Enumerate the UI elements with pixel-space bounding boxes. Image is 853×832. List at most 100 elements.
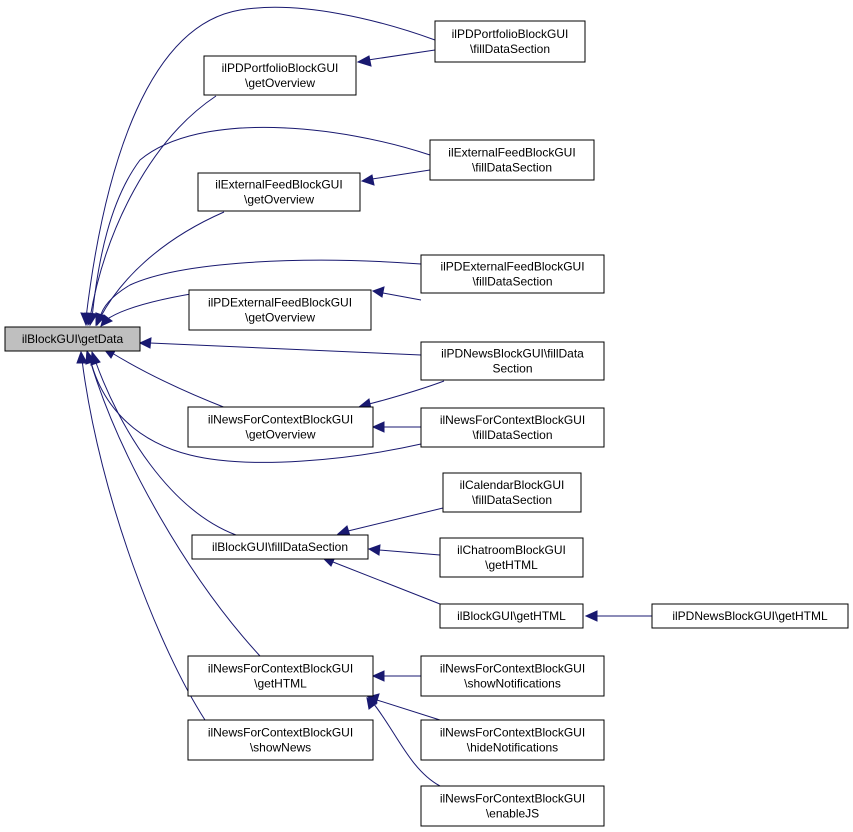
edge-extFill-to-extGetOv <box>360 169 431 186</box>
edge-line <box>99 259 422 319</box>
node-box[interactable] <box>188 289 372 331</box>
arrowhead-icon <box>367 544 381 556</box>
node-box[interactable] <box>420 655 605 697</box>
arrowhead-icon <box>371 670 385 682</box>
node-label: ilChatroomBlockGUI <box>457 543 566 557</box>
node-label: Section <box>492 362 532 376</box>
node-pdpGetOv[interactable]: ilPDPortfolioBlockGUI\getOverview <box>203 55 357 96</box>
node-box[interactable] <box>651 603 849 629</box>
node-box[interactable] <box>439 537 584 578</box>
edge-line <box>378 549 441 556</box>
node-label: \fillDataSection <box>472 275 552 289</box>
node-label: \getOverview <box>245 311 315 325</box>
arrowhead-icon <box>95 312 106 327</box>
edge-line <box>85 6 436 319</box>
node-pdnHtml[interactable]: ilPDNewsBlockGUI\getHTML <box>651 603 849 629</box>
arrowhead-icon <box>138 337 152 349</box>
edge-nfcNews-to-root <box>76 350 206 721</box>
edge-nfcShowN-to-nfcHtml <box>371 670 421 682</box>
node-calFill[interactable]: ilCalendarBlockGUI\fillDataSection <box>442 472 582 513</box>
node-label: \getOverview <box>245 76 315 90</box>
node-pdeGetOv[interactable]: ilPDExternalFeedBlockGUI\getOverview <box>188 289 372 331</box>
node-box[interactable] <box>434 20 586 63</box>
node-box[interactable] <box>191 534 369 560</box>
node-box[interactable] <box>442 472 582 513</box>
edge-extFill-to-root <box>86 126 431 327</box>
node-box[interactable] <box>420 785 605 827</box>
node-label: \fillDataSection <box>472 161 552 175</box>
node-box[interactable] <box>203 55 357 96</box>
node-chatHtml[interactable]: ilChatroomBlockGUI\getHTML <box>439 537 584 578</box>
node-box[interactable] <box>4 326 141 352</box>
edge-pdnHtml-to-bgHtml <box>584 610 652 622</box>
node-bgFill[interactable]: ilBlockGUI\fillDataSection <box>191 534 369 560</box>
node-label: ilNewsForContextBlockGUI <box>440 726 585 740</box>
arrowhead-icon <box>584 610 598 622</box>
edge-bgHtml-to-bgFill <box>322 556 441 605</box>
node-extGetOv[interactable]: ilExternalFeedBlockGUI\getOverview <box>197 172 361 212</box>
node-nfcNews[interactable]: ilNewsForContextBlockGUI\showNews <box>187 719 374 761</box>
arrowhead-icon <box>371 421 385 433</box>
node-label: ilBlockGUI\getData <box>22 332 124 346</box>
node-box[interactable] <box>187 406 374 448</box>
node-pdpFill[interactable]: ilPDPortfolioBlockGUI\fillDataSection <box>434 20 586 63</box>
node-nfcHideN[interactable]: ilNewsForContextBlockGUI\hideNotificatio… <box>420 719 605 761</box>
node-label: ilBlockGUI\getHTML <box>457 609 566 623</box>
node-pdnFill[interactable]: ilPDNewsBlockGUI\fillDataSection <box>420 341 605 381</box>
edge-calFill-to-bgFill <box>336 507 444 537</box>
edge-line <box>111 352 227 409</box>
arrowhead-icon <box>371 286 385 298</box>
edges-layer <box>76 6 652 787</box>
edge-nfcHideN-to-nfcHtml <box>366 693 441 721</box>
edge-line <box>382 292 422 301</box>
edge-line <box>332 561 441 605</box>
edge-nfcGetOv-to-root <box>102 348 227 409</box>
node-nfcFill[interactable]: ilNewsForContextBlockGUI\fillDataSection <box>420 407 605 448</box>
edge-line <box>99 211 225 319</box>
node-box[interactable] <box>429 139 595 181</box>
node-label: ilExternalFeedBlockGUI <box>215 178 342 192</box>
node-box[interactable] <box>187 719 374 761</box>
node-bgHtml[interactable]: ilBlockGUI\getHTML <box>439 603 584 629</box>
edge-nfcJS-to-nfcHtml <box>366 697 441 787</box>
node-box[interactable] <box>197 172 361 212</box>
node-label: ilNewsForContextBlockGUI <box>440 413 585 427</box>
node-box[interactable] <box>420 341 605 381</box>
arrowhead-icon <box>85 350 96 365</box>
edge-line <box>89 357 422 463</box>
node-nfcGetOv[interactable]: ilNewsForContextBlockGUI\getOverview <box>187 406 374 448</box>
edge-line <box>368 380 445 405</box>
node-label: \getOverview <box>245 428 315 442</box>
node-label: \getHTML <box>254 677 307 691</box>
node-box[interactable] <box>420 719 605 761</box>
node-nfcJS[interactable]: ilNewsForContextBlockGUI\enableJS <box>420 785 605 827</box>
node-nfcHtml[interactable]: ilNewsForContextBlockGUI\getHTML <box>187 655 374 697</box>
node-label: ilPDExternalFeedBlockGUI <box>440 260 584 274</box>
edge-nfcFill-to-nfcGetOv <box>371 421 421 433</box>
node-box[interactable] <box>187 655 374 697</box>
node-label: ilExternalFeedBlockGUI <box>448 146 575 160</box>
node-box[interactable] <box>439 603 584 629</box>
edge-line <box>347 507 444 532</box>
edge-line <box>367 49 436 61</box>
arrowhead-icon <box>100 314 113 327</box>
node-pdeFill[interactable]: ilPDExternalFeedBlockGUI\fillDataSection <box>420 254 605 294</box>
edge-line <box>149 342 422 356</box>
edge-pdpFill-to-root <box>80 6 436 327</box>
node-label: \enableJS <box>486 807 539 821</box>
node-box[interactable] <box>420 407 605 448</box>
node-label: ilBlockGUI\fillDataSection <box>212 540 348 554</box>
node-label: \getOverview <box>244 193 314 207</box>
node-label: ilNewsForContextBlockGUI <box>440 662 585 676</box>
edge-line <box>372 702 441 787</box>
node-label: ilPDNewsBlockGUI\getHTML <box>672 609 828 623</box>
node-box[interactable] <box>420 254 605 294</box>
node-nfcShowN[interactable]: ilNewsForContextBlockGUI\showNotificatio… <box>420 655 605 697</box>
node-extFill[interactable]: ilExternalFeedBlockGUI\fillDataSection <box>429 139 595 181</box>
arrowhead-icon <box>86 312 98 327</box>
node-label: \fillDataSection <box>472 428 552 442</box>
node-label: \getHTML <box>485 558 538 572</box>
node-root[interactable]: ilBlockGUI\getData <box>4 326 141 352</box>
edge-line <box>81 359 206 721</box>
node-label: \showNews <box>250 741 311 755</box>
